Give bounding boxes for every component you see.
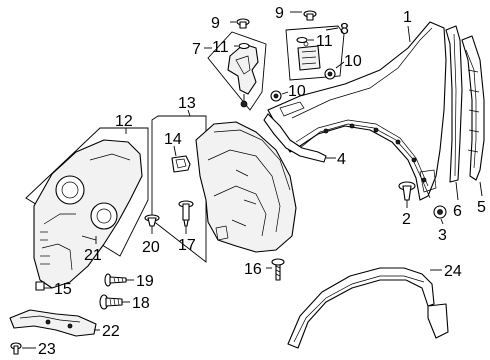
callout-6: 6 <box>453 203 462 220</box>
callout-11-right: 11 <box>316 33 333 50</box>
nut-3 <box>433 205 447 219</box>
lower-shield-22 <box>9 309 97 337</box>
nut-10-upper <box>324 68 336 80</box>
fender-bracket <box>461 35 485 181</box>
callout-9-left: 9 <box>211 15 220 32</box>
fender-flange-holes <box>323 123 427 183</box>
callout-12: 12 <box>115 113 133 130</box>
callout-9-right: 9 <box>275 5 284 22</box>
splash-seal <box>263 113 327 163</box>
push-pin-2 <box>398 181 416 201</box>
fender-panel <box>267 21 447 201</box>
callout-2: 2 <box>402 211 411 228</box>
fender-seal-strip <box>445 25 463 183</box>
wheel-arch-molding-24 <box>287 267 449 349</box>
callout-10-middle: 10 <box>288 83 306 100</box>
push-pin-17 <box>178 200 194 227</box>
callout-7: 7 <box>192 41 201 58</box>
callout-22: 22 <box>102 323 120 340</box>
callout-24: 24 <box>444 263 462 280</box>
bracket-group-7 <box>207 31 267 111</box>
callout-8: 8 <box>340 21 349 38</box>
callout-18: 18 <box>132 295 150 312</box>
screw-16 <box>271 258 285 281</box>
callout-labels: 1 2 3 4 5 6 7 8 9 9 10 10 11 11 12 13 14… <box>38 5 486 358</box>
clip-23 <box>10 342 22 355</box>
callout-21: 21 <box>84 247 102 264</box>
callout-19: 19 <box>136 273 154 290</box>
callout-10-upper: 10 <box>344 53 362 70</box>
bolt-9-right <box>303 10 317 21</box>
callout-23: 23 <box>38 341 56 358</box>
callout-16: 16 <box>244 261 262 278</box>
callout-5: 5 <box>477 199 486 216</box>
callout-1: 1 <box>403 9 412 26</box>
washer-11-left <box>238 42 250 50</box>
callout-14: 14 <box>164 131 182 148</box>
callout-15: 15 <box>54 281 72 298</box>
washer-11-right <box>296 36 308 44</box>
callout-11-left: 11 <box>212 39 229 56</box>
screw-19 <box>104 273 127 287</box>
nut-10-middle <box>270 90 282 102</box>
clip-group-8 <box>285 25 345 81</box>
liner-group-13 <box>151 115 297 263</box>
grommet-20 <box>144 214 160 227</box>
callout-4: 4 <box>337 151 346 168</box>
bolt-9-left <box>236 18 250 29</box>
callout-17: 17 <box>178 237 196 254</box>
liner-group-12 <box>25 127 149 291</box>
bolt-18 <box>99 294 123 310</box>
callout-13: 13 <box>178 95 196 112</box>
clip-14 <box>171 155 191 173</box>
callout-3: 3 <box>438 227 447 244</box>
callout-20: 20 <box>142 239 160 256</box>
